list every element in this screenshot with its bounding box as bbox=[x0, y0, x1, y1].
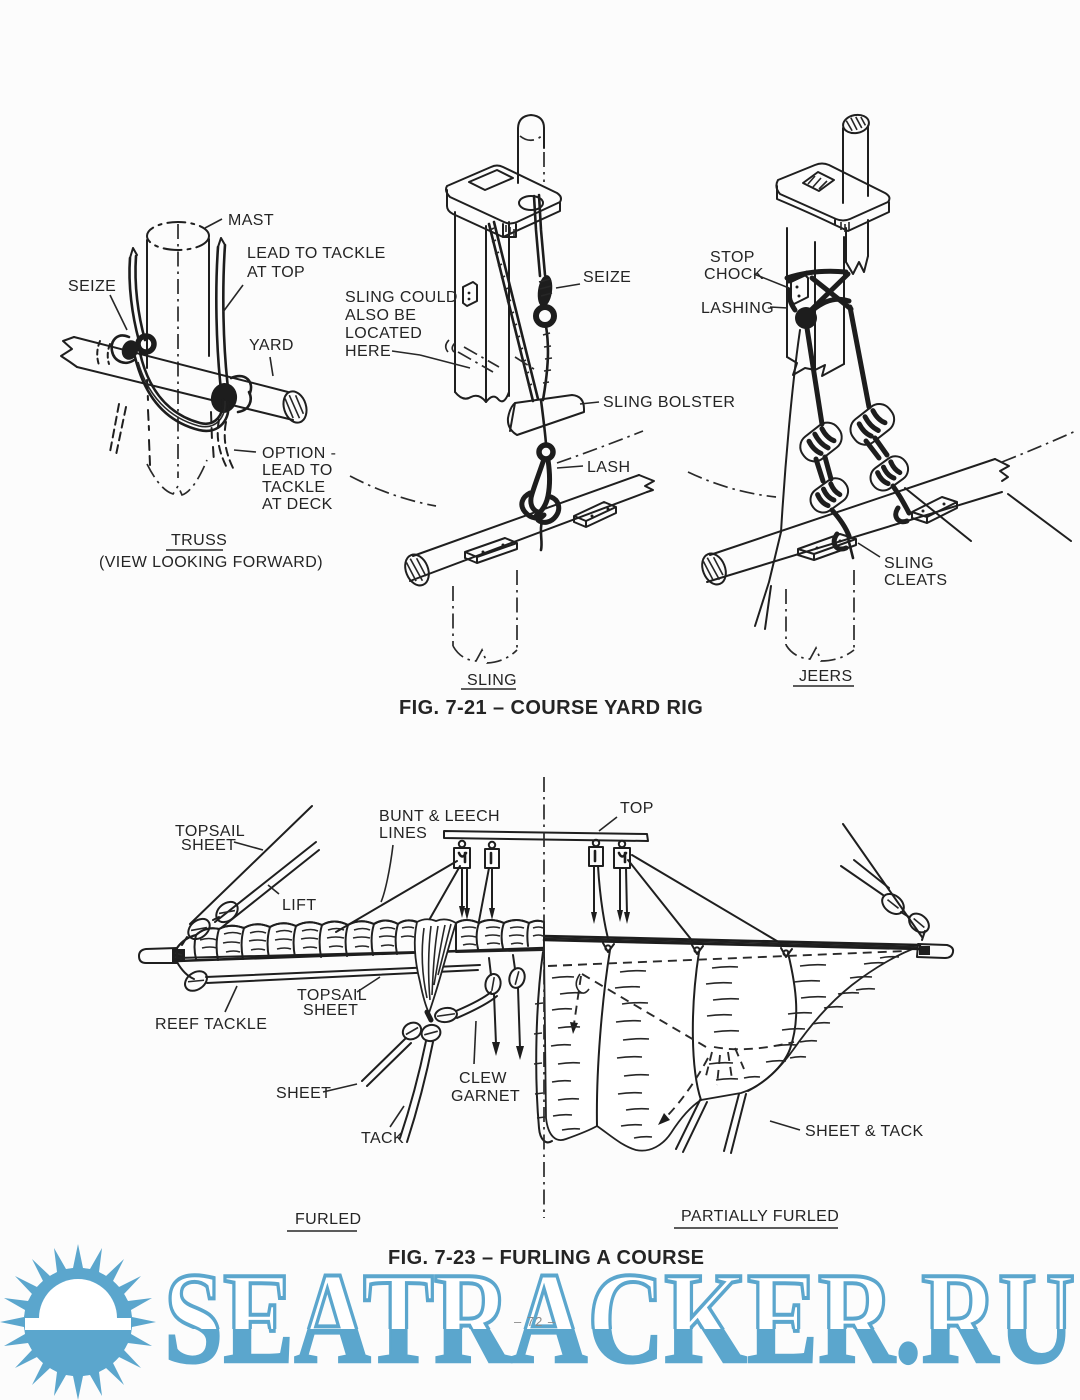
svg-text:GARNET: GARNET bbox=[451, 1088, 520, 1105]
svg-text:– 72 –: – 72 – bbox=[514, 1314, 556, 1329]
svg-text:LASHING: LASHING bbox=[701, 300, 774, 317]
svg-text:LIFT: LIFT bbox=[282, 897, 317, 914]
svg-text:ALSO BE: ALSO BE bbox=[345, 307, 416, 324]
svg-text:LEAD TO TACKLE: LEAD TO TACKLE bbox=[247, 245, 386, 262]
svg-text:TACKLE: TACKLE bbox=[262, 479, 325, 496]
svg-text:AT DECK: AT DECK bbox=[262, 496, 333, 513]
svg-text:SHEET: SHEET bbox=[276, 1085, 331, 1102]
svg-text:AT TOP: AT TOP bbox=[247, 264, 305, 281]
svg-text:SHEET: SHEET bbox=[303, 1002, 358, 1019]
svg-text:LINES: LINES bbox=[379, 825, 427, 842]
svg-text:TOPSAIL: TOPSAIL bbox=[175, 823, 245, 840]
svg-text:TOP: TOP bbox=[620, 800, 654, 817]
svg-text:BUNT & LEECH: BUNT & LEECH bbox=[379, 808, 500, 825]
svg-text:HERE: HERE bbox=[345, 343, 391, 360]
svg-text:LOCATED: LOCATED bbox=[345, 325, 422, 342]
svg-text:STOP: STOP bbox=[710, 249, 755, 266]
svg-text:SEATRACKER.RU: SEATRACKER.RU bbox=[164, 1246, 1075, 1391]
svg-text:SHEET & TACK: SHEET & TACK bbox=[805, 1123, 924, 1140]
svg-text:TRUSS: TRUSS bbox=[171, 532, 227, 549]
svg-text:SLING COULD: SLING COULD bbox=[345, 289, 458, 306]
svg-text:LASH: LASH bbox=[587, 459, 630, 476]
svg-text:CLEW: CLEW bbox=[459, 1070, 507, 1087]
svg-text:REEF TACKLE: REEF TACKLE bbox=[155, 1016, 267, 1033]
svg-text:SLING: SLING bbox=[467, 672, 517, 689]
svg-text:SEIZE: SEIZE bbox=[583, 269, 631, 286]
svg-text:LEAD TO: LEAD TO bbox=[262, 462, 333, 479]
svg-text:(VIEW LOOKING FORWARD): (VIEW LOOKING FORWARD) bbox=[99, 554, 323, 571]
svg-text:SEATRACKER.RU: SEATRACKER.RU bbox=[164, 1246, 1075, 1391]
svg-text:MAST: MAST bbox=[228, 212, 274, 229]
svg-text:SLING BOLSTER: SLING BOLSTER bbox=[603, 394, 735, 411]
svg-text:FIG. 7-21 – COURSE YARD RIG: FIG. 7-21 – COURSE YARD RIG bbox=[399, 697, 703, 719]
svg-text:SEIZE: SEIZE bbox=[68, 278, 116, 295]
svg-text:YARD: YARD bbox=[249, 337, 294, 354]
svg-text:TACK: TACK bbox=[361, 1130, 404, 1147]
svg-text:SHEET: SHEET bbox=[181, 837, 236, 854]
svg-text:SLING: SLING bbox=[884, 555, 934, 572]
svg-text:CLEATS: CLEATS bbox=[884, 572, 947, 589]
svg-text:PARTIALLY FURLED: PARTIALLY FURLED bbox=[681, 1208, 839, 1225]
svg-text:FURLED: FURLED bbox=[295, 1211, 361, 1228]
svg-text:CHOCK: CHOCK bbox=[704, 266, 764, 283]
svg-text:JEERS: JEERS bbox=[799, 668, 853, 685]
svg-text:TOPSAIL: TOPSAIL bbox=[297, 987, 367, 1004]
svg-text:OPTION -: OPTION - bbox=[262, 445, 336, 462]
svg-text:FIG. 7-23 – FURLING A COURSE: FIG. 7-23 – FURLING A COURSE bbox=[388, 1247, 704, 1269]
